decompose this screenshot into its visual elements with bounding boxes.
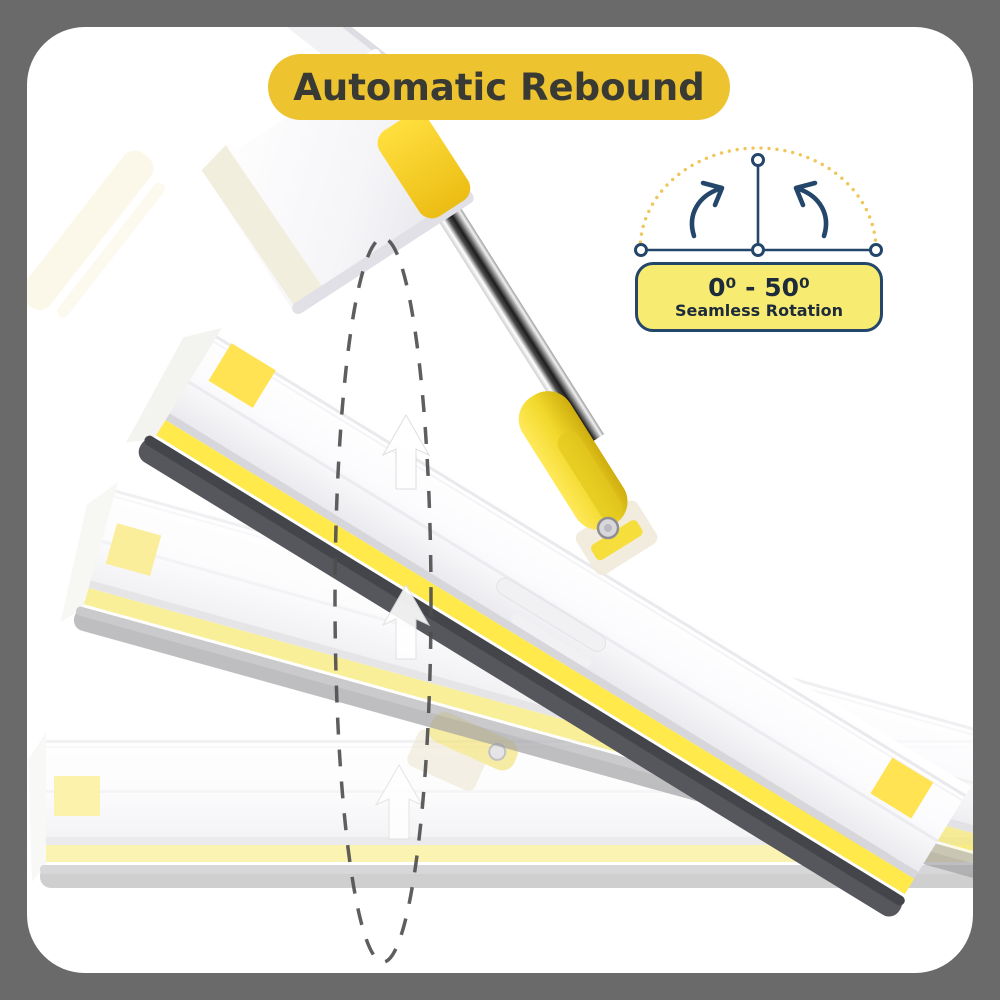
up-arrow-icon <box>381 413 431 490</box>
rotation-range-label: Seamless Rotation <box>674 300 844 320</box>
up-arrow-icon <box>374 763 424 840</box>
hinge-pivot-screw-center <box>604 524 612 532</box>
rotation-arc-dotted <box>638 146 878 252</box>
curved-arrow-right-icon <box>793 180 829 239</box>
pivot-point <box>869 243 883 257</box>
pivot-point <box>751 243 765 257</box>
rotation-range-text: 0⁰ - 50⁰ <box>708 273 810 303</box>
rotation-range-badge: 0⁰ - 50⁰ Seamless Rotation <box>635 262 883 332</box>
title-banner: Automatic Rebound <box>268 54 730 120</box>
hinge-joint <box>518 391 628 530</box>
hinge-bracket <box>575 500 658 576</box>
ghost-streaks <box>27 150 166 318</box>
rotation-diagram <box>634 146 883 257</box>
motion-path-ellipse <box>333 236 433 964</box>
pivot-point <box>751 153 765 167</box>
page-title: Automatic Rebound <box>293 65 705 109</box>
curved-arrow-left-icon <box>689 180 725 239</box>
up-arrow-icon <box>381 583 431 660</box>
pivot-point <box>634 243 648 257</box>
